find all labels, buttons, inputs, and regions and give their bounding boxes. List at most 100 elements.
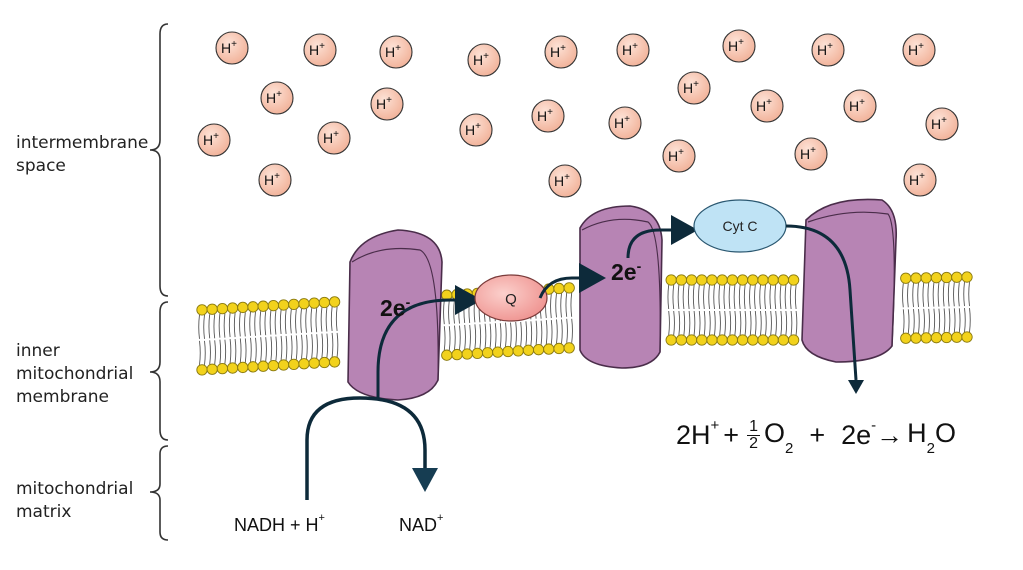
electron-label-2: 2e- — [611, 258, 642, 285]
lipid-head-inner — [900, 332, 912, 344]
proton-label: H+ — [800, 145, 816, 162]
lipid-head-outer — [767, 274, 779, 286]
proton-label: H+ — [614, 114, 630, 131]
proton: H+ — [925, 107, 959, 141]
lipid-head-inner — [502, 345, 514, 358]
lipid-head-inner — [471, 347, 484, 360]
lipid-head-inner — [910, 332, 922, 344]
proton: H+ — [548, 164, 582, 198]
lipid-head-inner — [736, 334, 749, 346]
lipid-head-outer — [900, 272, 912, 284]
lipid-head-outer — [777, 274, 790, 286]
eq-plus-2: + — [809, 419, 826, 450]
proton: H+ — [811, 33, 845, 67]
proton: H+ — [903, 163, 937, 197]
proton: H+ — [902, 33, 936, 67]
eq-plus-1: + — [723, 419, 740, 450]
proton-label: H+ — [622, 41, 638, 58]
lipid-head-outer — [747, 274, 759, 286]
lipid-head-inner — [665, 334, 677, 346]
label-intermembrane-space: intermembrane space — [16, 133, 149, 176]
proton: H+ — [215, 31, 249, 65]
lipid-head-inner — [328, 356, 341, 368]
lipid-head-outer — [308, 297, 320, 309]
lipid-head-inner — [298, 358, 310, 370]
ubiquinone-q: Q — [474, 274, 548, 322]
proton: H+ — [260, 81, 294, 115]
lipid-head-inner — [196, 364, 208, 376]
q-label: Q — [505, 291, 517, 308]
lipid-head-inner — [553, 342, 565, 355]
lipid-head-inner — [237, 361, 249, 374]
lipid-head-inner — [492, 346, 504, 358]
lipid-head-outer — [206, 303, 218, 315]
proton: H+ — [662, 139, 696, 173]
proton-label: H+ — [376, 95, 392, 112]
label-matrix: mitochondrial matrix — [16, 479, 134, 522]
lipid-head-inner — [747, 334, 759, 346]
water-equation: 2H+ + 1 2 O2 + 2e- → H2O — [676, 416, 956, 458]
lipid-head-outer — [920, 272, 932, 284]
electron-arrow-q — [376, 285, 482, 398]
lipid-head-inner — [512, 345, 524, 357]
proton: H+ — [794, 137, 828, 171]
lipid-head-inner — [288, 358, 300, 371]
cytc-label: Cyt C — [723, 218, 758, 234]
lipid-head-inner — [451, 348, 463, 361]
electron-label-1: 2e- — [380, 294, 411, 321]
lipid-head-outer — [247, 301, 259, 313]
proton-label: H+ — [203, 131, 219, 148]
proton: H+ — [608, 106, 642, 140]
proton: H+ — [467, 43, 501, 77]
lipid-head-inner — [277, 359, 290, 371]
eq-fraction: 1 2 — [747, 418, 760, 452]
o2-arrowhead — [848, 380, 864, 394]
lipid-head-outer — [961, 271, 973, 283]
proton-label: H+ — [385, 43, 401, 60]
lipid-head-outer — [267, 299, 280, 312]
lipid-head-inner — [961, 331, 973, 343]
proton: H+ — [677, 71, 711, 105]
lipid-head-outer — [757, 274, 769, 286]
lipid-head-outer — [451, 288, 463, 301]
lipid-bilayer — [196, 271, 973, 376]
lipid-head-outer — [216, 303, 229, 315]
proton-label: H+ — [931, 115, 947, 132]
eq-protons: 2H+ — [676, 416, 720, 450]
lipid-head-inner — [563, 342, 575, 354]
proton: H+ — [258, 163, 292, 197]
lipid-head-inner — [696, 334, 708, 346]
lipid-head-inner — [716, 334, 728, 346]
lipid-head-outer — [196, 304, 208, 316]
lipid-head-inner — [308, 357, 320, 369]
lipid-head-inner — [216, 363, 229, 375]
lipid-head-outer — [930, 272, 943, 284]
proton: H+ — [843, 89, 877, 123]
proton: H+ — [750, 89, 784, 123]
electron-arrow-cytc — [626, 215, 698, 259]
proton-label: H+ — [221, 39, 237, 56]
lipid-head-inner — [726, 334, 739, 346]
lipid-head-inner — [675, 334, 688, 346]
proton-label: H+ — [264, 171, 280, 188]
electron-arrow-iii — [538, 263, 606, 299]
lipid-head-inner — [767, 334, 779, 346]
lipid-head-outer — [726, 274, 739, 286]
lipid-head-outer — [553, 282, 565, 295]
lipid-head-inner — [920, 332, 932, 344]
lipid-head-outer — [277, 299, 290, 311]
proton: H+ — [197, 123, 231, 157]
proton-label: H+ — [683, 79, 699, 96]
complex-i — [347, 229, 443, 401]
proton-label: H+ — [909, 171, 925, 188]
proton-label: H+ — [908, 41, 924, 58]
brace-matrix — [149, 445, 169, 541]
lipid-head-inner — [940, 331, 953, 344]
eq-oxygen: O2 — [763, 418, 794, 458]
proton: H+ — [544, 35, 578, 69]
frac-denominator: 2 — [749, 434, 758, 452]
label-inner-membrane: inner mitochondrial membrane — [16, 341, 134, 407]
lipid-head-outer — [257, 300, 269, 312]
